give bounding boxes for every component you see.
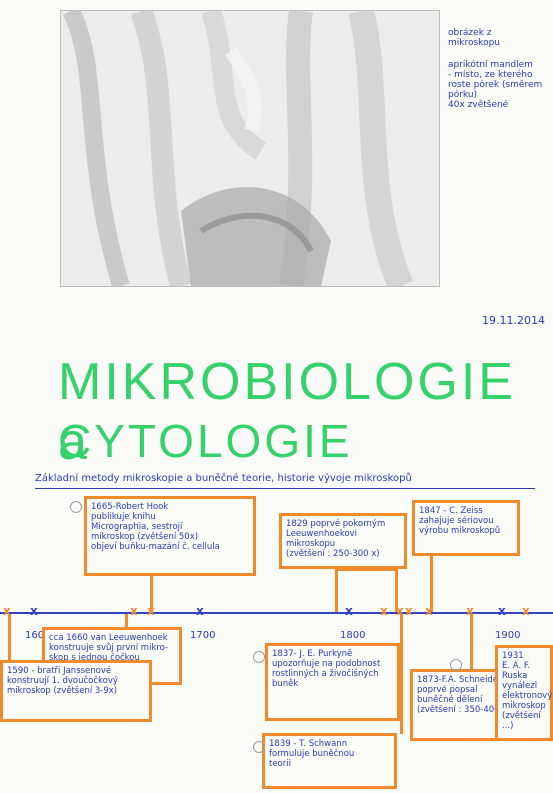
subtitle-underline	[35, 488, 535, 489]
event-box-purkyne-1837: 1837- J. E. Purkyně upozorňuje na podobn…	[265, 643, 400, 721]
binder-hole	[70, 501, 82, 513]
event-box-janssen: 1590 - bratři Janssenové konstruují 1. d…	[0, 660, 152, 722]
link-1590	[8, 614, 11, 664]
event-box-schwann: 1839 - T. Schwann formuluje buněčnou teo…	[262, 733, 397, 789]
pencil-drawing	[61, 11, 439, 286]
mark-x: x	[3, 604, 11, 618]
mark-x: x	[147, 604, 155, 618]
event-box-1829: 1829 poprvé pokorným Leeuwenhoekovi mikr…	[279, 513, 407, 569]
mark-x: x	[425, 604, 433, 618]
note-line: obrázek z	[448, 28, 548, 38]
link-1837	[400, 614, 403, 734]
year-label: 1700	[190, 630, 215, 641]
note-spacer	[448, 48, 548, 60]
microscope-sketch	[60, 10, 440, 287]
mark-x: x	[30, 604, 38, 618]
event-box-zeiss: 1847 - C. Zeiss zahajuje sériovou výrobu…	[412, 500, 520, 556]
event-box-ruska: 1931 E. A. F. Ruska vynálezl elektronový…	[495, 645, 553, 741]
mark-x: x	[466, 604, 474, 618]
note-line: pórku)	[448, 90, 548, 100]
mark-x: x	[522, 604, 530, 618]
date: 19.11.2014	[482, 314, 545, 327]
note-line: - místo, ze kterého	[448, 70, 548, 80]
mark-x: x	[196, 604, 204, 618]
note-line: 40x zvětšené	[448, 100, 548, 110]
sketch-notes: obrázek z mikroskopu aprikótní mandlem -…	[448, 28, 548, 110]
mark-x: x	[498, 604, 506, 618]
note-line: mikroskopu	[448, 38, 548, 48]
mark-x: x	[380, 604, 388, 618]
subtitle: Základní metody mikroskopie a buněčné te…	[35, 473, 412, 484]
binder-hole	[450, 659, 462, 671]
title-line-2: CYTOLOGIE	[58, 414, 353, 468]
mark-x: x	[396, 604, 404, 618]
link-1873	[470, 614, 473, 674]
mark-x: x	[130, 604, 138, 618]
binder-hole	[253, 741, 265, 753]
mark-x: x	[405, 604, 413, 618]
mark-x: x	[345, 604, 353, 618]
link-1829	[335, 570, 338, 612]
year-label: 1900	[495, 630, 520, 641]
year-label: 1800	[340, 630, 365, 641]
note-line: aprikótní mandlem	[448, 60, 548, 70]
note-line: roste pórek (směrem	[448, 80, 548, 90]
event-box-hooke: 1665-Robert Hook publikuje knihu Microgr…	[84, 496, 256, 576]
binder-hole	[253, 651, 265, 663]
